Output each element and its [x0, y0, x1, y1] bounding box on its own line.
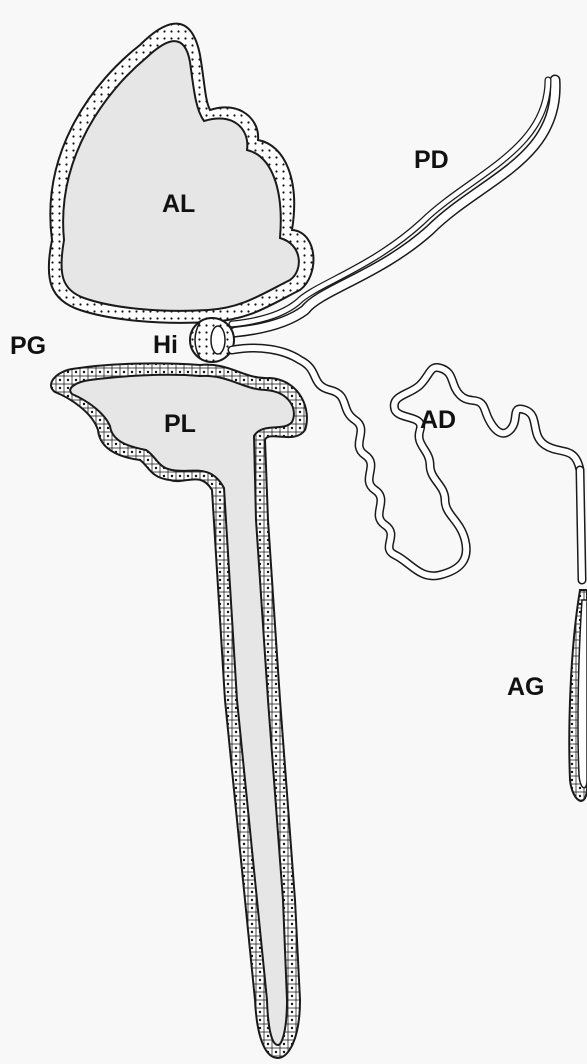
- anterior-lobe: [49, 24, 314, 323]
- anterior-gland: [569, 590, 587, 801]
- label-pd: PD: [414, 146, 449, 174]
- hilus: [190, 318, 234, 362]
- label-pg: PG: [10, 332, 46, 360]
- label-ag: AG: [507, 673, 545, 701]
- label-ad: AD: [420, 406, 456, 434]
- label-al: AL: [162, 190, 195, 218]
- label-pl: PL: [164, 410, 196, 438]
- posterior-lobe: [51, 363, 307, 1058]
- label-hi: Hi: [153, 331, 178, 359]
